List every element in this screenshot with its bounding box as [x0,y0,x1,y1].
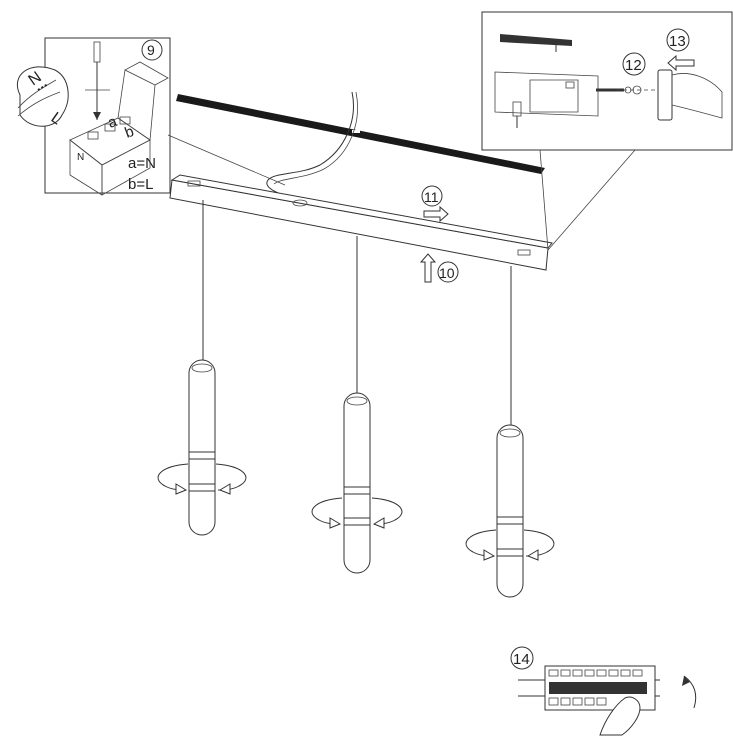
supply-cable [266,91,354,201]
rotate-arrow-icon [157,463,247,495]
canopy-bar [169,174,553,271]
hand-icon [599,696,641,736]
wiring-inset: N L a b N 9 a=N b=L [17,37,286,196]
legend-a: a=N [128,155,156,172]
pendant-right [465,266,555,598]
step-13-number: 13 [669,33,686,50]
push-arrow-icon [667,54,695,72]
lift-arrow-icon [419,253,437,283]
pendant-left [157,200,247,536]
step-9-badge [141,39,163,61]
screwdriver-icon [85,41,110,120]
terminal-block [69,61,169,196]
rotate-arrow-icon [465,529,555,561]
step-11-badge [421,185,443,207]
step-12-number: 12 [625,57,642,74]
step-12-badge [622,52,646,76]
bar-end-bracket [494,71,599,128]
terminal-n-label: N [77,152,84,163]
wire-end-bubble [17,66,69,127]
step-10-badge [437,261,459,283]
switch-on-arrow-icon [683,675,697,709]
pendant-middle [311,236,403,574]
step-11-number: 11 [424,189,439,205]
step-13-badge [666,28,690,52]
breaker-panel: 14 [510,646,697,736]
ceiling-plate [176,94,545,174]
mounting-inset: 12 13 [481,11,733,251]
end-cap-icon [657,69,723,121]
step-14-badge [510,646,534,670]
breaker-switches [548,669,647,706]
step-14-number: 14 [513,651,530,668]
slide-arrow-icon [423,205,449,223]
legend-b: b=L [128,176,153,193]
step-10-number: 10 [439,265,455,281]
screw-icon [596,85,660,95]
rotate-arrow-icon [311,497,403,529]
step-9-number: 9 [147,42,155,58]
